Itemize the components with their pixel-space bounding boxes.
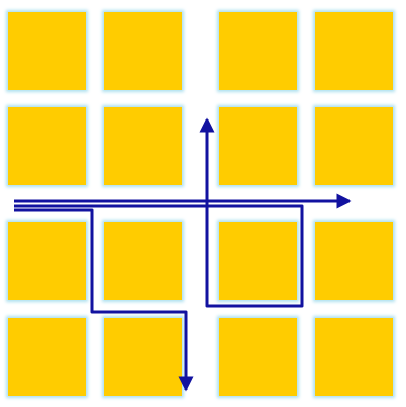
routes-layer xyxy=(14,117,352,392)
block-fill xyxy=(104,318,182,396)
block-fill xyxy=(219,318,297,396)
block-fill xyxy=(219,107,297,185)
block-fill xyxy=(8,107,86,185)
block-fill xyxy=(104,222,182,300)
block-fill xyxy=(315,12,393,90)
block-fill xyxy=(104,12,182,90)
southbound-arrow xyxy=(14,208,194,392)
city-block xyxy=(6,220,88,302)
city-block xyxy=(217,220,299,302)
block-fill xyxy=(8,222,86,300)
block-fill xyxy=(219,222,297,300)
city-block xyxy=(6,105,88,187)
city-block xyxy=(102,316,184,398)
city-block xyxy=(217,10,299,92)
city-block xyxy=(217,105,299,187)
block-fill xyxy=(315,222,393,300)
city-block xyxy=(313,316,395,398)
city-block xyxy=(6,316,88,398)
block-fill xyxy=(315,318,393,396)
city-block xyxy=(102,10,184,92)
city-block xyxy=(313,10,395,92)
blocks-layer xyxy=(6,10,395,398)
block-fill xyxy=(8,318,86,396)
city-block xyxy=(6,10,88,92)
block-fill xyxy=(104,107,182,185)
city-block xyxy=(102,220,184,302)
block-fill xyxy=(219,12,297,90)
city-block xyxy=(313,105,395,187)
city-block xyxy=(102,105,184,187)
block-fill xyxy=(315,107,393,185)
block-fill xyxy=(8,12,86,90)
city-block xyxy=(217,316,299,398)
city-block xyxy=(313,220,395,302)
loop-route xyxy=(14,204,304,308)
